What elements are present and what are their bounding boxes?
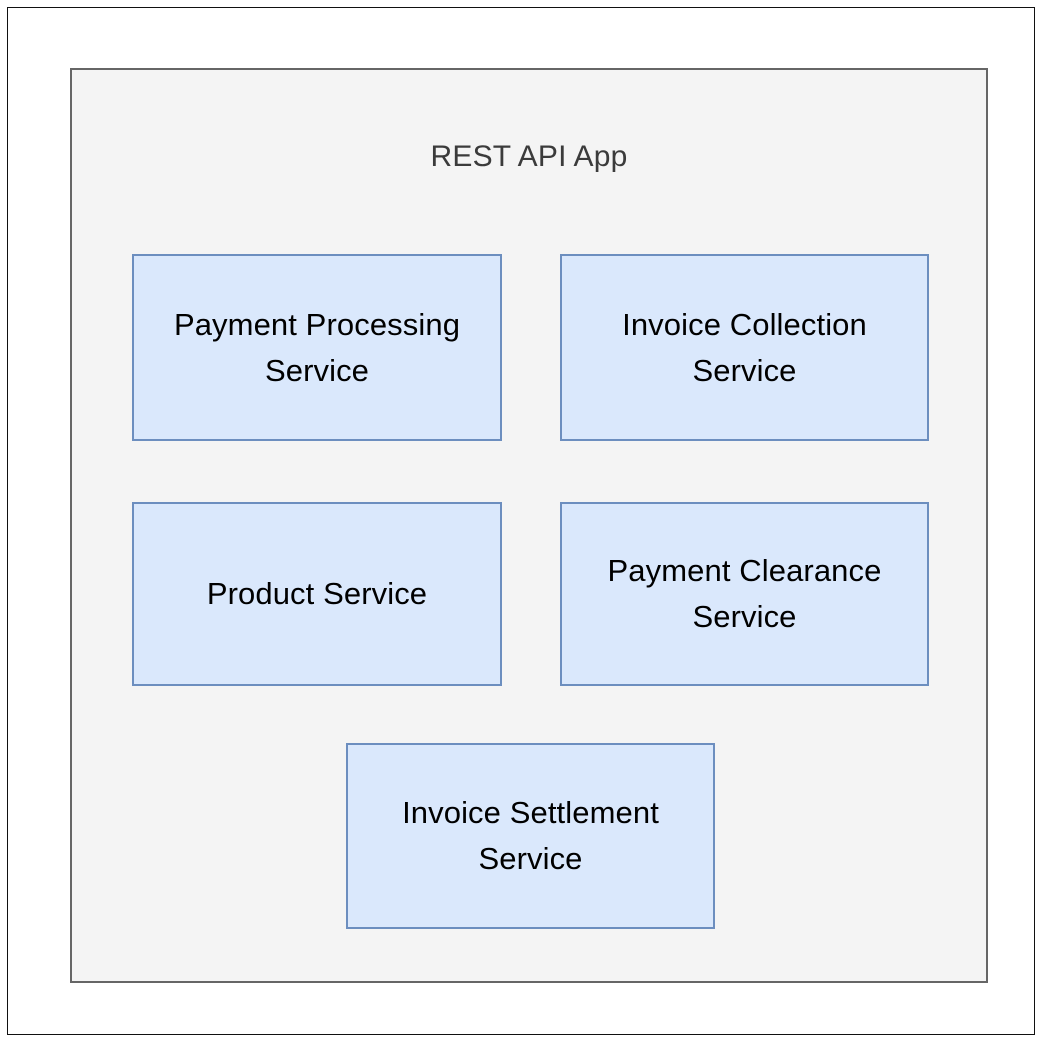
- service-node-label: Product Service: [206, 576, 428, 611]
- service-node-product[interactable]: Product Service: [132, 502, 502, 686]
- rest-api-app-container: REST API App Payment Processing Service …: [70, 68, 988, 983]
- service-node-invoice-settlement[interactable]: Invoice Settlement Service: [346, 743, 715, 929]
- service-node-label: Invoice Collection Service: [622, 306, 867, 388]
- service-node-payment-clearance[interactable]: Payment Clearance Service: [560, 502, 929, 686]
- service-node-label: Invoice Settlement Service: [402, 795, 659, 876]
- service-node-label: Payment Clearance Service: [607, 553, 882, 634]
- service-node-invoice-collection[interactable]: Invoice Collection Service: [560, 254, 929, 441]
- page-title: REST API App: [430, 140, 628, 173]
- service-node-payment-processing[interactable]: Payment Processing Service: [132, 254, 502, 441]
- image-frame: REST API App Payment Processing Service …: [7, 7, 1035, 1035]
- service-node-label: Payment Processing Service: [173, 306, 461, 388]
